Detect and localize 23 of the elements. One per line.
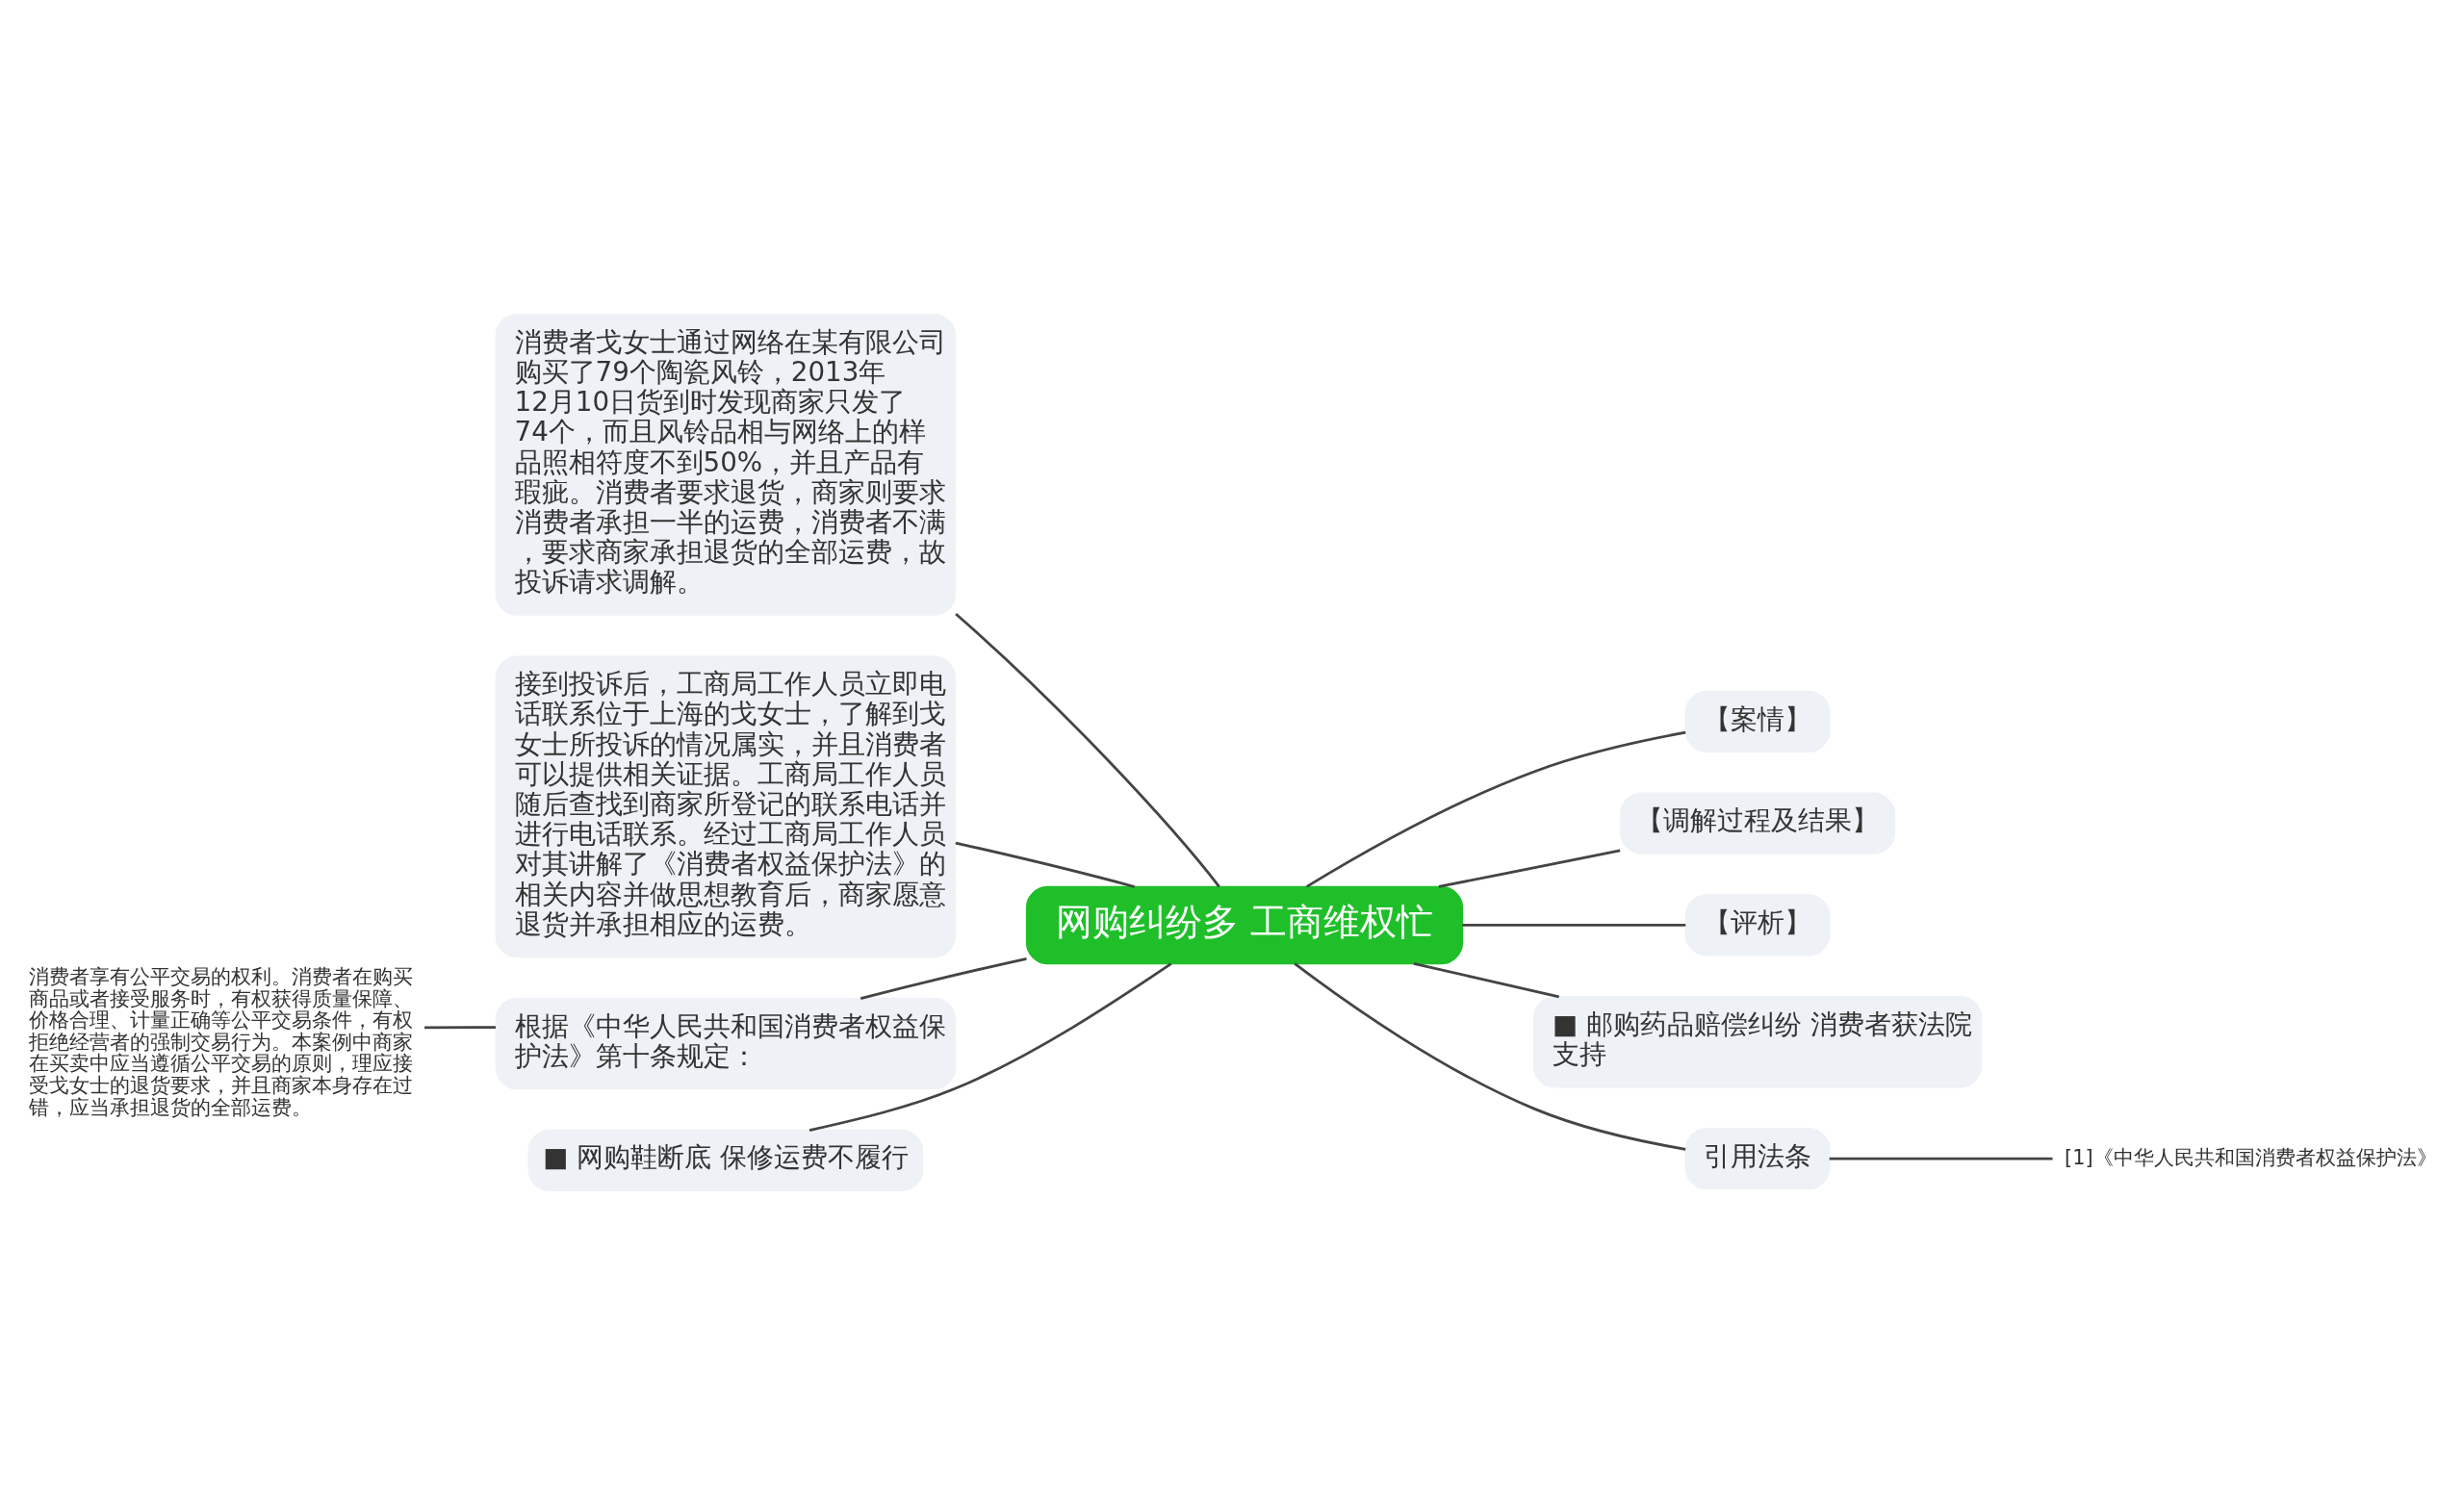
node-box: 网购纠纷多 工商维权忙	[1025, 885, 1464, 965]
connector	[808, 962, 1172, 1132]
connector	[1294, 962, 1686, 1151]
connector	[860, 957, 1027, 1000]
node-box: 根据《中华人民共和国消费者权益保护法》第十条规定：	[495, 997, 957, 1090]
node-box: 【调解过程及结果】	[1620, 792, 1896, 855]
connector	[424, 1026, 496, 1030]
node-box: 接到投诉后，工商局工作人员立即电话联系位于上海的戈女士，了解到戈女士所投诉的情况属实，并且消费者可以提供相关证据。工商局工作人员随后查找到商家所登记的联系电话并进行电话联系。经过工商局工作人员对其讲解了《消费者权益保护法》的相关内容并做思想教育后，商家愿意退货并承担相应的运费。	[495, 655, 957, 958]
node-box: ■ 邮购药品赔偿纠纷 消费者获法院支持	[1532, 996, 1983, 1088]
connector	[1413, 962, 1560, 999]
connector	[1306, 730, 1686, 888]
node-text: 消费者享有公平交易的权利。消费者在购买商品或者接受服务时，有权获得质量保障、价格合理、计量正确等公平交易条件，有权拒绝经营者的强制交易行为。本案例中商家在买卖中应当遵循公平交易的原则，理应接受戈女士的退货要求，并且商家本身存在过错，应当承担退货的全部运费。	[29, 965, 414, 1119]
node-box: 【案情】	[1684, 690, 1831, 752]
node-box: 【评析】	[1684, 894, 1831, 957]
connector	[1829, 1157, 2053, 1161]
connector	[1462, 924, 1686, 927]
node-text: [1]《中华人民共和国消费者权益保护法》	[2065, 1145, 2437, 1169]
connector	[955, 841, 1136, 888]
node-box: ■ 网购鞋断底 保修运费不履行	[527, 1129, 924, 1191]
node-box: 消费者戈女士通过网络在某有限公司购买了79个陶瓷风铃，2013年12月10日货到时发现商家只发了74个，而且风铃品相与网络上的样品照相符度不到50%，并且产品有瑕疵。消费者要求退货，商家则要求消费者承担一半的运费，消费者不满，要求商家承担退货的全部运费，故投诉请求调解。	[495, 314, 957, 616]
connector	[1438, 849, 1621, 888]
node-box: 引用法条	[1684, 1128, 1831, 1190]
connector	[955, 612, 1220, 888]
